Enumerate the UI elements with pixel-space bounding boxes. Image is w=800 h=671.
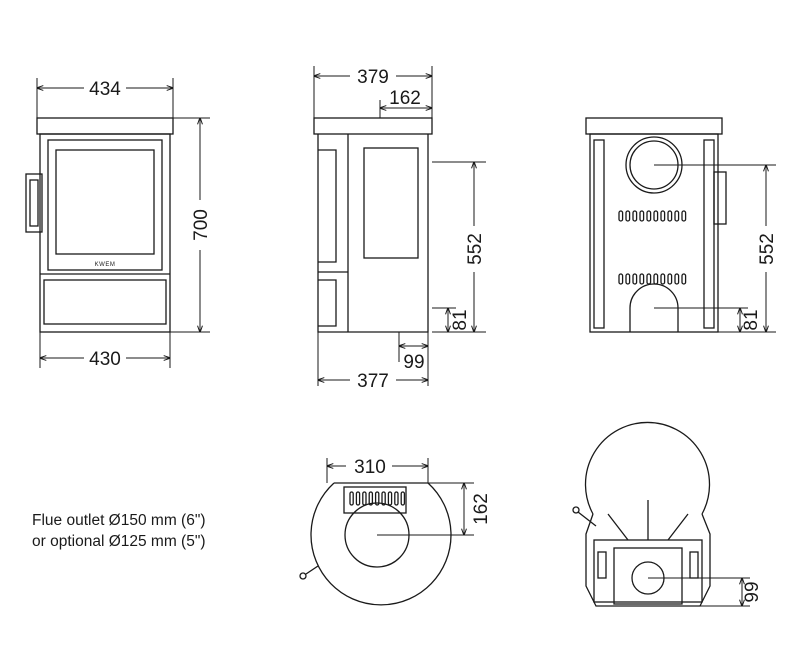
bottom-right-rib <box>667 513 689 541</box>
bottom-plate <box>593 539 703 603</box>
vent-slot <box>653 273 659 285</box>
back-left-rail <box>593 139 605 329</box>
front-top-plate <box>36 117 174 135</box>
vent-slot <box>374 491 380 506</box>
back-air-inlet <box>629 283 679 332</box>
front-door-handle-inner <box>29 179 39 227</box>
front-body <box>39 133 171 333</box>
vent-slot <box>632 210 638 222</box>
vent-slot <box>381 491 386 506</box>
back-right-rail <box>703 139 715 329</box>
vent-slot <box>355 491 361 506</box>
back-vent-slots-lower <box>618 273 687 285</box>
top-lever-knob <box>299 572 307 580</box>
side-drawer <box>318 279 337 327</box>
vent-slot <box>639 273 645 285</box>
dim-label-99-side: 99 <box>403 352 424 373</box>
bottom-left-clip <box>597 551 607 579</box>
vent-slot <box>368 491 374 506</box>
side-top-plate <box>313 117 433 135</box>
back-side-handle <box>713 171 727 225</box>
bottom-air-box <box>613 547 683 605</box>
vent-slot <box>646 273 652 285</box>
vent-slot <box>681 210 687 222</box>
front-door-handle <box>25 173 43 233</box>
brand-logo: KWEM <box>95 262 116 268</box>
side-handle <box>318 149 337 263</box>
dimension-lines <box>37 66 776 606</box>
vent-slot <box>653 210 659 222</box>
front-door-glass <box>55 149 155 255</box>
vent-slot <box>618 273 624 285</box>
dim-label-162-top: 162 <box>471 493 492 525</box>
back-view <box>585 117 727 333</box>
top-view-outline <box>310 482 452 606</box>
bottom-view-sides <box>585 513 711 607</box>
front-view <box>25 117 174 333</box>
back-body <box>589 133 719 333</box>
dim-label-700: 700 <box>191 209 212 241</box>
side-body-outline <box>317 134 429 333</box>
dim-label-379: 379 <box>357 67 389 88</box>
dim-label-552-back: 552 <box>757 233 778 265</box>
dim-label-552-side: 552 <box>465 233 486 265</box>
dim-label-99-bottom: 99 <box>742 581 763 602</box>
bottom-right-clip <box>689 551 699 579</box>
vent-slot <box>394 491 399 506</box>
vent-slot <box>646 210 652 222</box>
vent-slot <box>387 491 393 506</box>
dim-label-162-side: 162 <box>389 88 421 109</box>
vent-slot <box>660 273 666 285</box>
vent-slot <box>618 210 624 222</box>
vent-slot <box>639 210 645 222</box>
vent-slot <box>674 210 680 222</box>
vent-slot <box>362 491 367 506</box>
side-view <box>313 117 433 333</box>
back-vent-slots-upper <box>618 210 687 222</box>
dim-label-81-back: 81 <box>741 309 762 330</box>
flue-outlet-note-line2: or optional Ø125 mm (5") <box>32 533 206 550</box>
dim-label-81-side: 81 <box>450 309 471 330</box>
flue-outlet-note-line1: Flue outlet Ø150 mm (6") <box>32 512 206 529</box>
vent-slot <box>660 210 666 222</box>
top-vent-slots <box>349 491 406 506</box>
flue-outlet-note: Flue outlet Ø150 mm (6") or optional Ø12… <box>32 510 206 552</box>
front-ash-drawer <box>43 279 167 325</box>
back-top-plate <box>585 117 723 135</box>
vent-slot <box>674 273 680 285</box>
bottom-left-rib <box>607 513 629 541</box>
dim-label-430: 430 <box>89 349 121 370</box>
vent-slot <box>681 273 687 285</box>
bottom-lever-knob <box>572 506 580 514</box>
top-lever <box>305 565 319 575</box>
front-door-frame <box>47 139 163 271</box>
dim-label-310: 310 <box>354 457 386 478</box>
side-window <box>363 147 419 259</box>
dim-label-434: 434 <box>89 79 121 100</box>
dim-label-377: 377 <box>357 371 389 392</box>
vent-slot <box>632 273 638 285</box>
bottom-view-outline <box>584 421 711 515</box>
bottom-lever <box>577 511 597 527</box>
vent-slot <box>625 273 631 285</box>
vent-slot <box>349 491 354 506</box>
vent-slot <box>667 210 673 222</box>
vent-slot <box>400 491 406 506</box>
vent-slot <box>667 273 673 285</box>
bottom-view <box>572 421 711 607</box>
top-flue-collar <box>343 486 407 514</box>
top-view <box>299 482 452 606</box>
vent-slot <box>625 210 631 222</box>
